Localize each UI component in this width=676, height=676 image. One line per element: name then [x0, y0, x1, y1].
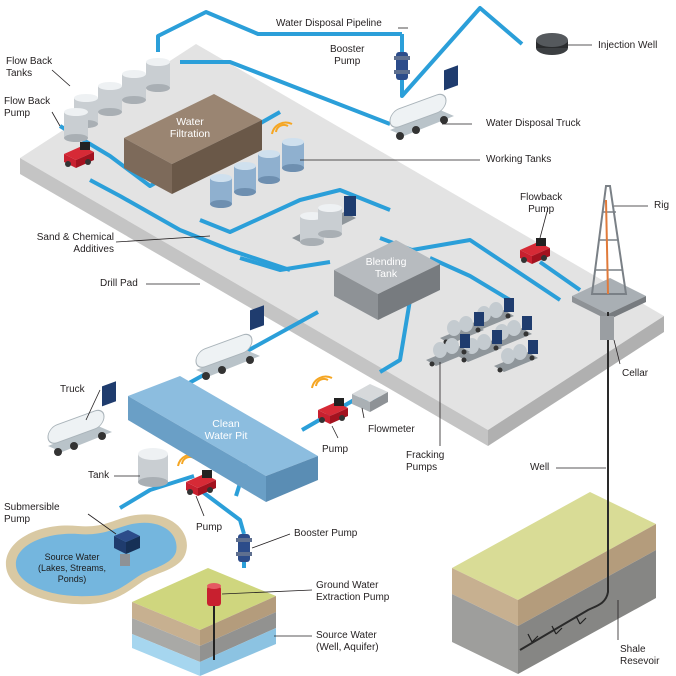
label-line: Pump	[4, 108, 31, 119]
tank	[138, 448, 168, 487]
injection-well	[536, 33, 568, 55]
label-line: Water Pit	[204, 430, 248, 442]
label-line: (Lakes, Streams,	[37, 563, 107, 573]
label-well: Well	[530, 462, 550, 473]
label-line: Flow Back	[4, 96, 51, 107]
ground-water-extraction-pump	[207, 583, 221, 606]
label-line: Tanks	[6, 68, 33, 79]
label-line: Pump	[334, 56, 361, 67]
label-line: Sand & Chemical	[36, 232, 114, 243]
label-rig: Rig	[654, 200, 670, 211]
label-truck: Truck	[60, 384, 85, 395]
pump-right	[318, 398, 348, 424]
label-line: Filtration	[169, 128, 211, 140]
clean-water-pit	[128, 376, 318, 502]
water-filtration-unit	[124, 94, 262, 194]
label-line: Booster	[330, 44, 365, 55]
label-line: Blending	[365, 256, 407, 268]
ground-water-block	[132, 568, 276, 676]
sand-chemical-truck	[292, 196, 356, 246]
shale-reservoir-block	[452, 312, 656, 674]
blending-tank	[334, 240, 440, 320]
label-line: Fracking	[406, 450, 445, 461]
label-line: Tank	[374, 268, 398, 280]
label-line: Ground Water	[316, 580, 379, 591]
label-flow-back-pump: Flow Back Pump	[4, 96, 50, 120]
label-booster-pump-top: Booster Pump	[330, 44, 364, 68]
cellar	[600, 316, 614, 340]
booster-pump-lower	[236, 534, 252, 562]
label-blending-tank: Blending Tank	[354, 256, 418, 280]
label-line: Submersible	[4, 502, 60, 513]
label-line: Pumps	[406, 462, 438, 473]
label-line: Water	[176, 116, 204, 128]
label-shale-reservoir: Shale Resevoir	[620, 644, 659, 668]
label-clean-water-pit: Clean Water Pit	[186, 418, 266, 442]
label-line: Ponds)	[57, 574, 87, 584]
label-water-disposal-pipeline: Water Disposal Pipeline	[276, 18, 382, 29]
leader-lines	[51, 27, 648, 640]
label-injection-well: Injection Well	[598, 40, 658, 51]
label-drill-pad: Drill Pad	[100, 278, 138, 289]
label-line: Flowback	[520, 192, 563, 203]
label-sand-chemical-additives: Sand & Chemical Additives	[14, 232, 114, 256]
label-fracking-pumps: Fracking Pumps	[406, 450, 444, 474]
label-line: Source Water	[316, 630, 377, 641]
label-working-tanks: Working Tanks	[486, 154, 552, 165]
label-line: Pump	[528, 204, 555, 215]
booster-pump-top	[394, 52, 410, 80]
label-submersible-pump: Submersible Pump	[4, 502, 60, 526]
label-line: Source Water	[44, 552, 100, 562]
label-flowmeter: Flowmeter	[368, 424, 415, 435]
label-line: Shale	[620, 644, 646, 655]
label-line: Flow Back	[6, 56, 53, 67]
pump-lower	[186, 470, 216, 496]
label-pump-right: Pump	[322, 444, 349, 455]
label-flowback-pump: Flowback Pump	[520, 192, 562, 216]
water-supply-truck	[195, 304, 265, 381]
label-line: Clean	[212, 418, 240, 430]
label-line: Additives	[73, 244, 114, 255]
submersible-pump	[114, 530, 140, 566]
label-flow-back-tanks: Flow Back Tanks	[6, 56, 52, 80]
label-source-water-aquifer: Source Water (Well, Aquifer)	[316, 630, 379, 654]
label-tank: Tank	[88, 470, 110, 481]
label-booster-pump-lower: Booster Pump	[294, 528, 358, 539]
label-line: (Well, Aquifer)	[316, 642, 379, 653]
label-cellar: Cellar	[622, 368, 649, 379]
label-water-disposal-truck: Water Disposal Truck	[486, 118, 581, 129]
label-line: Extraction Pump	[316, 592, 390, 603]
flowmeter	[352, 384, 388, 412]
label-water-filtration: Water Filtration	[150, 116, 230, 140]
label-source-water-pond: Source Water (Lakes, Streams, Ponds)	[22, 552, 122, 585]
label-line: Pump	[4, 514, 31, 525]
label-pump-lower: Pump	[196, 522, 223, 533]
label-ground-water-extraction-pump: Ground Water Extraction Pump	[316, 580, 389, 604]
label-line: Resevoir	[620, 656, 660, 667]
drilling-rig	[572, 185, 646, 320]
